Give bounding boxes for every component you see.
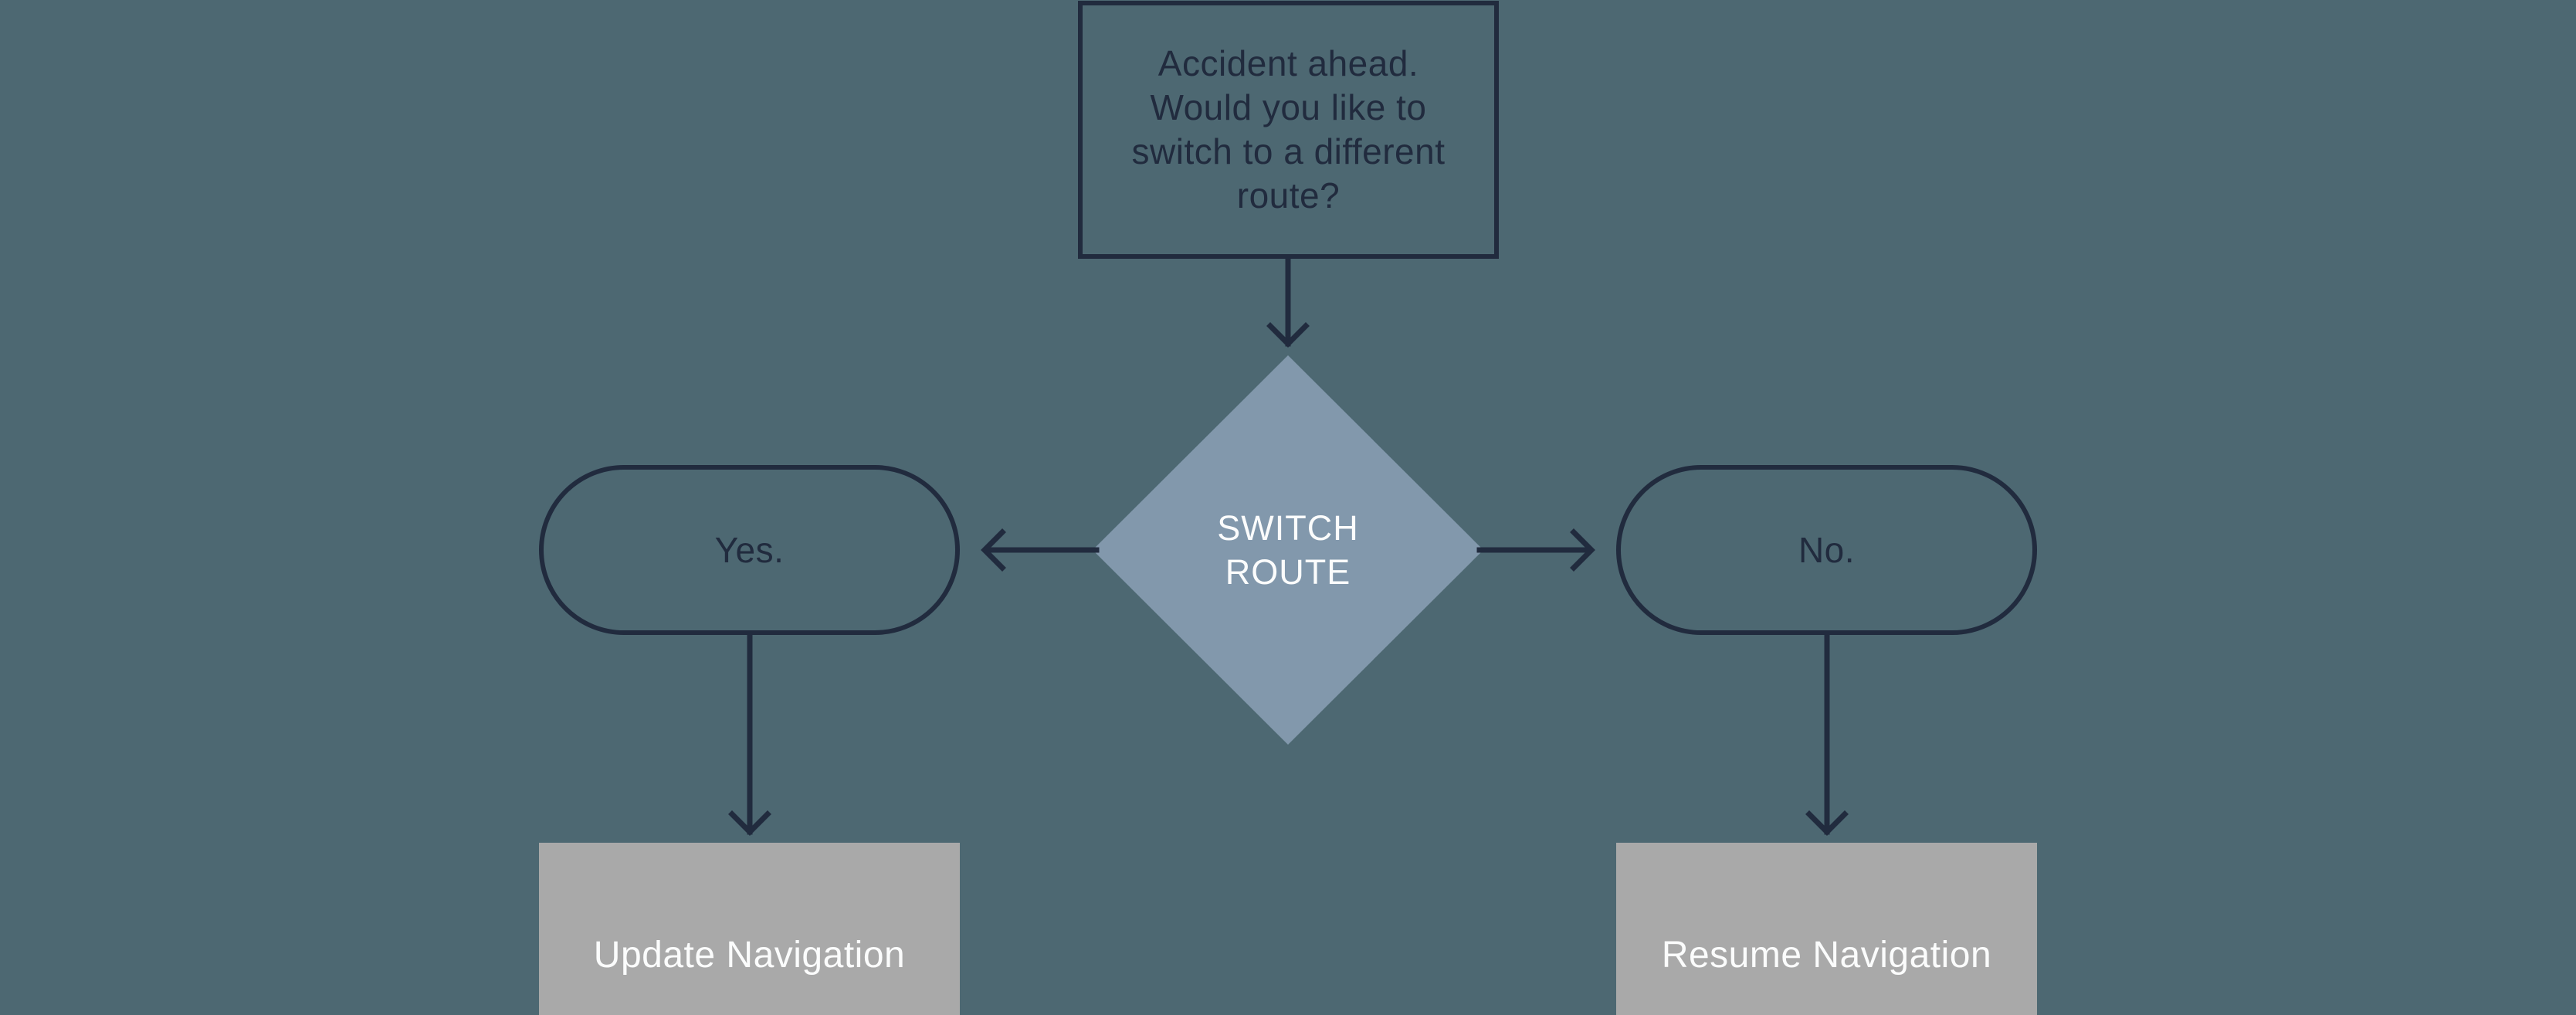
arrow-yes-to-update bbox=[727, 633, 773, 836]
arrow-decision-to-yes bbox=[965, 523, 1100, 577]
arrow-question-to-decision bbox=[1265, 257, 1311, 358]
arrow-no-to-resume bbox=[1804, 633, 1850, 836]
question-node: Accident ahead. Would you like to switch… bbox=[1078, 1, 1499, 259]
question-line: route? bbox=[1236, 175, 1341, 216]
resume-navigation-label: Resume Navigation bbox=[1661, 934, 1992, 976]
question-line: switch to a different bbox=[1131, 131, 1446, 171]
yes-label: Yes. bbox=[714, 530, 785, 570]
question-line: Accident ahead. bbox=[1158, 43, 1419, 83]
yes-node: Yes. bbox=[539, 465, 960, 635]
question-line: Would you like to bbox=[1150, 87, 1427, 127]
no-node: No. bbox=[1616, 465, 2037, 635]
update-navigation-node: Update Navigation bbox=[539, 843, 960, 1015]
update-navigation-label: Update Navigation bbox=[593, 934, 906, 976]
arrow-decision-to-no bbox=[1476, 523, 1611, 577]
no-label: No. bbox=[1798, 530, 1856, 570]
decision-line: SWITCH bbox=[1217, 508, 1359, 548]
resume-navigation-node: Resume Navigation bbox=[1616, 843, 2037, 1015]
decision-node: SWITCH ROUTE bbox=[1093, 355, 1483, 745]
decision-line: ROUTE bbox=[1225, 552, 1351, 592]
